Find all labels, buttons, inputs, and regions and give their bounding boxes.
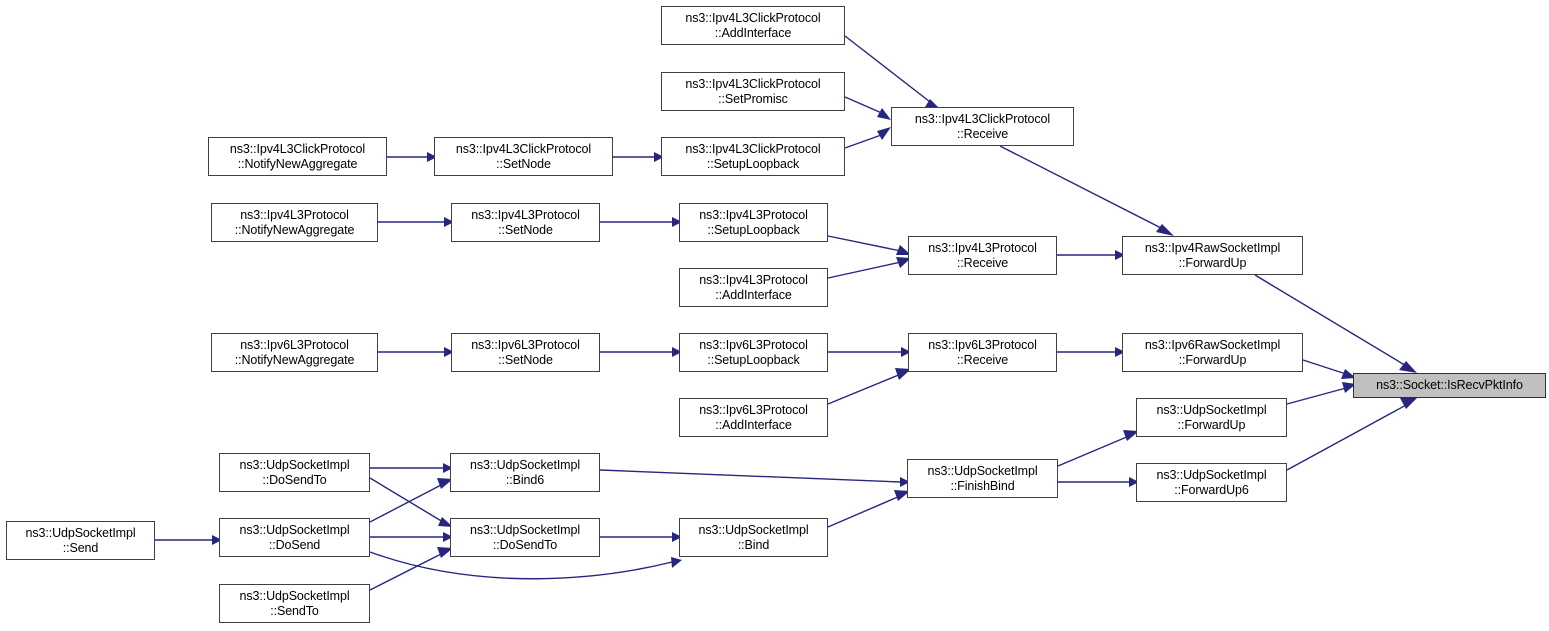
edge-n20-to-n18 — [1286, 398, 1417, 471]
graph-node-label: ns3::Ipv4L3ClickProtocol ::SetPromisc — [685, 76, 821, 106]
graph-node-label: ns3::Ipv4L3Protocol ::SetNode — [471, 207, 580, 237]
graph-node[interactable]: ns3::Ipv4RawSocketImpl ::ForwardUp — [1122, 236, 1303, 275]
graph-node-label: ns3::Ipv4L3ClickProtocol ::SetupLoopback — [685, 141, 821, 171]
graph-node-label: ns3::Ipv6RawSocketImpl ::ForwardUp — [1144, 337, 1281, 367]
graph-node-label: ns3::Ipv4L3ClickProtocol ::SetNode — [455, 141, 592, 171]
graph-node-label: ns3::Socket::IsRecvPktInfo — [1376, 378, 1523, 392]
graph-node-label: ns3::UdpSocketImpl ::Bind6 — [469, 457, 581, 487]
edge-n14-to-n16 — [828, 347, 911, 357]
edge-n7-to-n8 — [600, 217, 682, 227]
graph-node[interactable]: ns3::Ipv4L3Protocol ::SetNode — [451, 203, 600, 242]
edge-n8-to-n10 — [827, 235, 911, 255]
edge-n3-to-n11 — [999, 145, 1174, 236]
graph-node[interactable]: ns3::Ipv6L3Protocol ::NotifyNewAggregate — [211, 333, 378, 372]
graph-node-current[interactable]: ns3::Socket::IsRecvPktInfo — [1353, 373, 1546, 398]
graph-node-label: ns3::Ipv4L3Protocol ::Receive — [928, 240, 1037, 270]
edge-n12-to-n13 — [378, 347, 454, 357]
graph-node[interactable]: ns3::UdpSocketImpl ::Send — [6, 521, 155, 560]
graph-node-label: ns3::UdpSocketImpl ::DoSend — [239, 522, 350, 552]
graph-node[interactable]: ns3::UdpSocketImpl ::SendTo — [219, 584, 370, 623]
graph-node[interactable]: ns3::Ipv4L3Protocol ::AddInterface — [679, 268, 828, 307]
graph-node-label: ns3::Ipv6L3Protocol ::SetNode — [471, 337, 580, 367]
edge-n24-to-n25 — [370, 532, 453, 542]
edge-n23-to-n24 — [155, 535, 222, 545]
graph-node-label: ns3::Ipv4L3Protocol ::SetupLoopback — [699, 207, 808, 237]
edge-n22-to-n28 — [599, 469, 910, 487]
graph-node[interactable]: ns3::Ipv4L3Protocol ::Receive — [908, 236, 1057, 275]
graph-node[interactable]: ns3::UdpSocketImpl ::DoSend — [219, 518, 370, 557]
edge-n16-to-n17 — [1057, 347, 1125, 357]
graph-node-label: ns3::UdpSocketImpl ::Bind — [698, 522, 809, 552]
edge-n11-to-n18 — [1254, 274, 1417, 373]
edge-n1-to-n3 — [844, 96, 891, 120]
edge-n28-to-n20 — [1058, 477, 1139, 487]
edge-n5-to-n2 — [613, 152, 664, 162]
graph-node[interactable]: ns3::Ipv4L3ClickProtocol ::SetPromisc — [661, 72, 845, 111]
graph-node[interactable]: ns3::Ipv4L3ClickProtocol ::SetupLoopback — [661, 137, 845, 176]
graph-node[interactable]: ns3::UdpSocketImpl ::Bind6 — [450, 453, 600, 492]
graph-node[interactable]: ns3::Ipv4L3ClickProtocol ::AddInterface — [661, 6, 845, 45]
graph-node[interactable]: ns3::Ipv4L3ClickProtocol ::NotifyNewAggr… — [208, 137, 387, 176]
graph-node-label: ns3::Ipv4L3Protocol ::AddInterface — [699, 272, 808, 302]
edge-n10-to-n11 — [1057, 250, 1125, 260]
graph-node[interactable]: ns3::UdpSocketImpl ::ForwardUp — [1136, 398, 1287, 437]
graph-node-label: ns3::Ipv4RawSocketImpl ::ForwardUp — [1144, 240, 1281, 270]
edge-n25-to-n26 — [600, 532, 682, 542]
graph-node-label: ns3::Ipv4L3ClickProtocol ::NotifyNewAggr… — [229, 141, 366, 171]
graph-node[interactable]: ns3::UdpSocketImpl ::Bind — [679, 518, 828, 557]
graph-node-label: ns3::UdpSocketImpl ::FinishBind — [927, 463, 1038, 493]
edge-n13-to-n14 — [600, 347, 682, 357]
graph-node[interactable]: ns3::Ipv4L3ClickProtocol ::Receive — [891, 107, 1074, 146]
graph-node-label: ns3::UdpSocketImpl ::DoSendTo — [239, 457, 350, 487]
graph-node-label: ns3::Ipv6L3Protocol ::NotifyNewAggregate — [234, 337, 355, 367]
edge-n24-to-n22 — [369, 478, 453, 523]
graph-node[interactable]: ns3::Ipv6L3Protocol ::AddInterface — [679, 398, 828, 437]
graph-node-label: ns3::UdpSocketImpl ::ForwardUp6 — [1156, 467, 1267, 497]
graph-node-label: ns3::UdpSocketImpl ::SendTo — [239, 588, 350, 618]
edge-n0-to-n3 — [844, 35, 943, 112]
graph-node-label: ns3::Ipv6L3Protocol ::AddInterface — [699, 402, 808, 432]
edge-n17-to-n18 — [1302, 359, 1356, 379]
graph-node-label: ns3::UdpSocketImpl ::DoSendTo — [469, 522, 581, 552]
edge-n21-to-n22 — [370, 463, 453, 473]
edge-n15-to-n16 — [827, 368, 911, 405]
edge-n28-to-n19 — [1057, 430, 1139, 467]
graph-node[interactable]: ns3::UdpSocketImpl ::ForwardUp6 — [1136, 463, 1287, 502]
graph-node-label: ns3::Ipv6L3Protocol ::Receive — [928, 337, 1037, 367]
graph-node[interactable]: ns3::Ipv4L3ClickProtocol ::SetNode — [434, 137, 613, 176]
edge-n26-to-n28 — [827, 490, 910, 528]
graph-node[interactable]: ns3::Ipv4L3Protocol ::NotifyNewAggregate — [211, 203, 378, 242]
graph-node[interactable]: ns3::Ipv4L3Protocol ::SetupLoopback — [679, 203, 828, 242]
edge-n24-to-n26 — [369, 551, 682, 580]
graph-node-label: ns3::Ipv4L3ClickProtocol ::AddInterface — [685, 10, 821, 40]
graph-node-label: ns3::UdpSocketImpl ::ForwardUp — [1156, 402, 1267, 432]
graph-node[interactable]: ns3::UdpSocketImpl ::FinishBind — [907, 459, 1058, 498]
graph-node[interactable]: ns3::Ipv6RawSocketImpl ::ForwardUp — [1122, 333, 1303, 372]
graph-node[interactable]: ns3::Ipv6L3Protocol ::SetupLoopback — [679, 333, 828, 372]
graph-node-label: ns3::Ipv4L3Protocol ::NotifyNewAggregate — [234, 207, 355, 237]
edge-n21-to-n25 — [369, 477, 453, 527]
edge-n9-to-n10 — [827, 257, 911, 279]
graph-node-label: ns3::Ipv4L3ClickProtocol ::Receive — [914, 111, 1051, 141]
edge-n27-to-n25 — [369, 547, 453, 591]
graph-node[interactable]: ns3::Ipv6L3Protocol ::Receive — [908, 333, 1057, 372]
graph-node[interactable]: ns3::UdpSocketImpl ::DoSendTo — [450, 518, 600, 557]
graph-node-label: ns3::Ipv6L3Protocol ::SetupLoopback — [699, 337, 808, 367]
graph-node[interactable]: ns3::Ipv6L3Protocol ::SetNode — [451, 333, 600, 372]
edge-n2-to-n3 — [844, 127, 891, 149]
graph-node-label: ns3::UdpSocketImpl ::Send — [25, 525, 136, 555]
edge-n6-to-n7 — [378, 217, 454, 227]
edge-n19-to-n18 — [1286, 382, 1356, 405]
edge-n4-to-n5 — [387, 152, 437, 162]
graph-node[interactable]: ns3::UdpSocketImpl ::DoSendTo — [219, 453, 370, 492]
